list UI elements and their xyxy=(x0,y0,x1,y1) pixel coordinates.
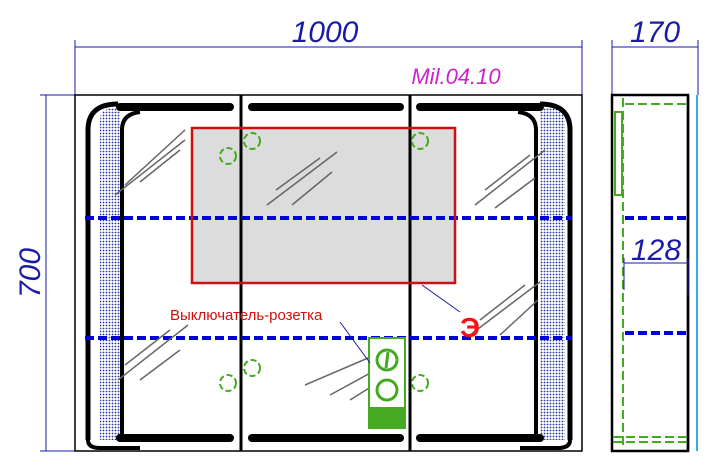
switch-socket-block xyxy=(368,337,406,429)
width-label: 1000 xyxy=(292,16,359,49)
inner-depth-label: 128 xyxy=(631,234,681,267)
front-view: Выключатель-розетка Э xyxy=(74,94,583,452)
electric-mark: Э xyxy=(460,312,480,343)
height-dimension: 700 xyxy=(14,94,75,452)
glass-reflection-marks xyxy=(114,129,546,401)
model-label: Mil.04.10 xyxy=(411,64,501,89)
hinge-markers xyxy=(219,132,429,392)
height-label: 700 xyxy=(14,248,47,298)
depth-label: 170 xyxy=(630,16,680,49)
width-dimension: 1000 xyxy=(74,16,583,95)
tv-area-frame xyxy=(190,126,457,285)
side-view: 170 128 xyxy=(610,16,699,453)
switch-socket-label: Выключатель-розетка xyxy=(170,307,323,324)
